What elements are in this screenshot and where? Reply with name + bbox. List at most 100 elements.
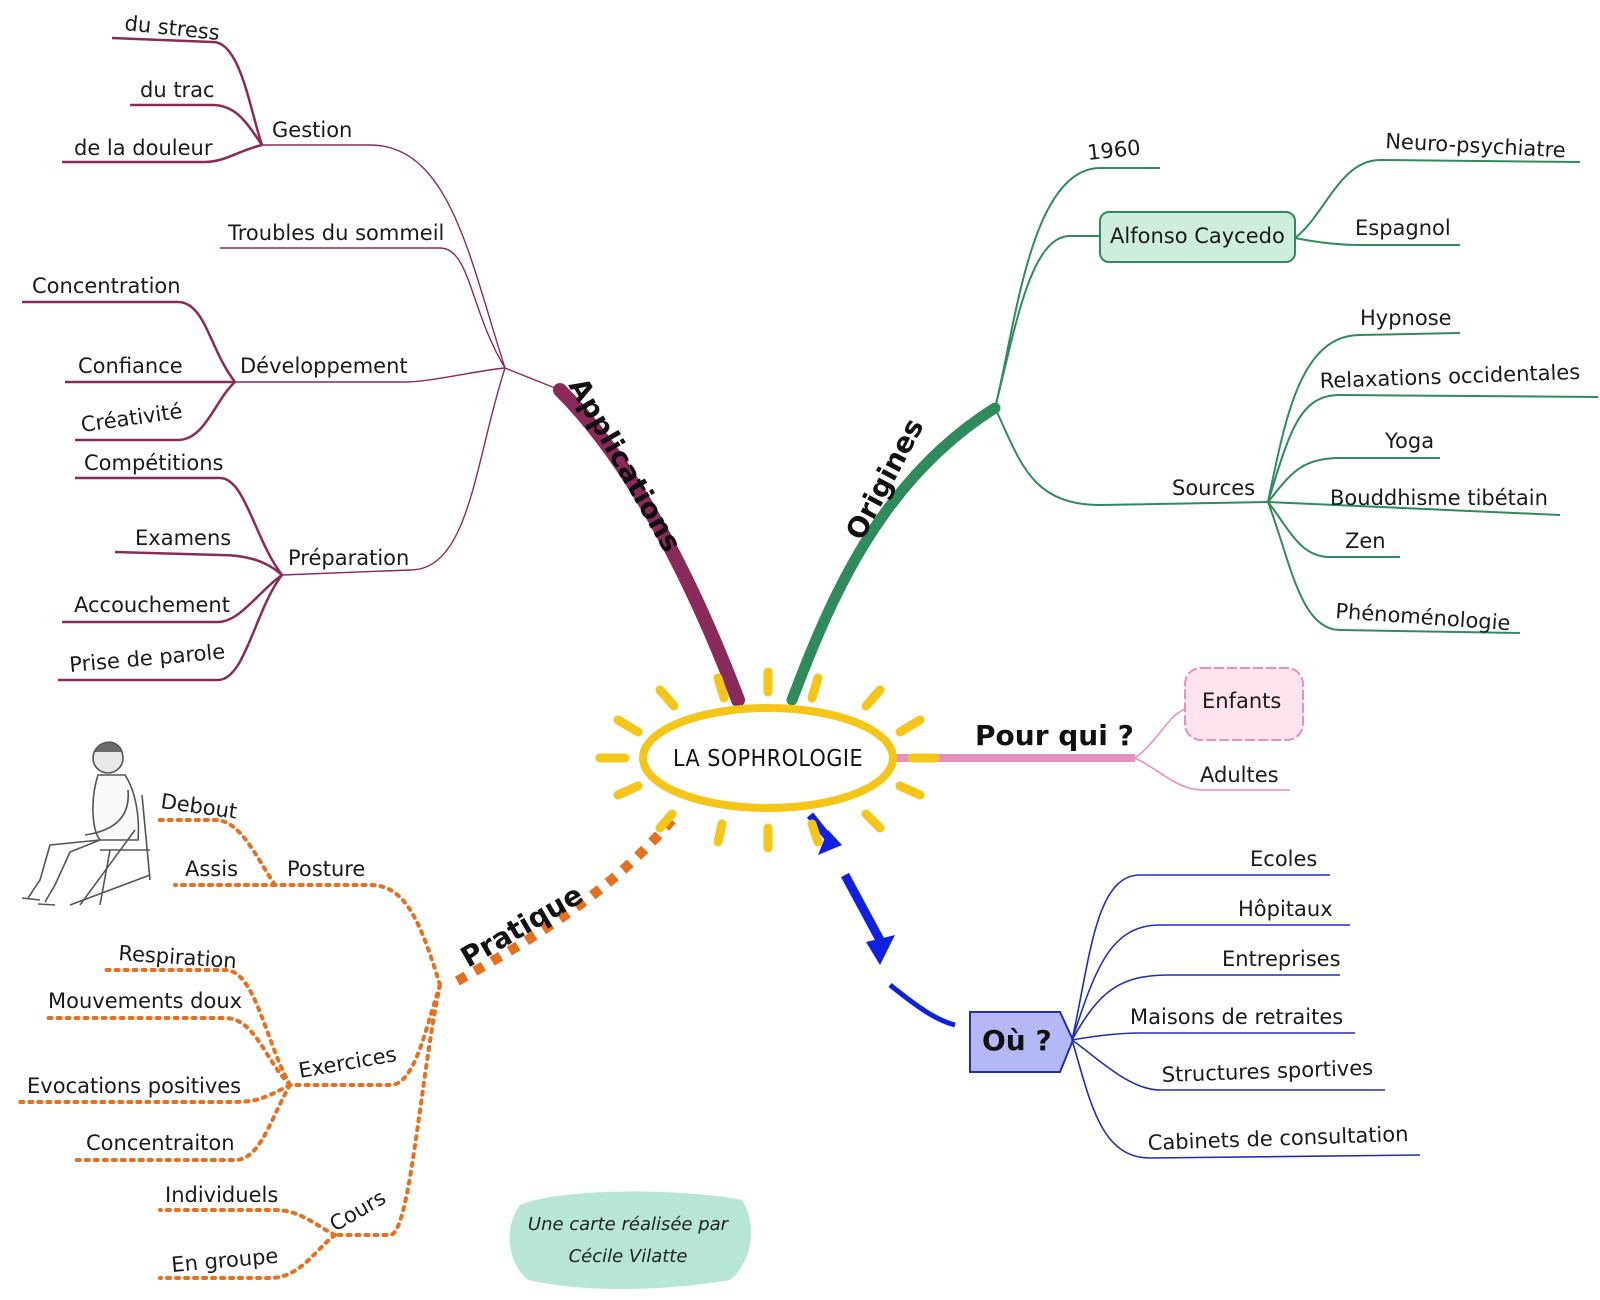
developpement-connector: [235, 367, 506, 383]
gestion-connector: [262, 144, 506, 369]
sun-ray-ssw: [713, 819, 727, 847]
espagnol-label: Espagnol: [1355, 216, 1451, 240]
pratique-label: Pratique: [455, 878, 589, 974]
origines-main-stroke: [786, 402, 1001, 706]
applications-hub-line: [504, 367, 561, 391]
troubles-connector: [220, 247, 506, 369]
credit-watercolor-bg: [509, 1191, 752, 1289]
ou-arrow-head-1: [818, 830, 842, 855]
alfonso-leaf-2: [1294, 237, 1460, 246]
sun-ray-ene: [895, 715, 925, 737]
preparation-label: Préparation: [288, 546, 409, 570]
sources-leaf-1: [1267, 332, 1461, 503]
exercices-leaf-2: [43, 1016, 292, 1087]
entreprises-connector: [1071, 974, 1340, 1041]
posture-leaf-1: [156, 818, 277, 887]
concentraiton-label: Concentraiton: [86, 1131, 235, 1155]
origines-branch: Origines 1960 Alfonso Caycedo Neuro-psyc…: [786, 129, 1599, 706]
sun-ray-se: [861, 809, 885, 833]
figure-feet: [21, 897, 56, 906]
adultes-connector: [1134, 757, 1290, 791]
exercices-label: Exercices: [297, 1042, 399, 1083]
posture-label: Posture: [287, 857, 365, 881]
individuels-label: Individuels: [165, 1183, 278, 1207]
sources-connector: [994, 407, 1269, 507]
du-trac-label: du trac: [140, 78, 215, 102]
cabinets-label: Cabinets de consultation: [1147, 1122, 1409, 1155]
enfants-label: Enfants: [1202, 689, 1281, 713]
pour-qui-branch: Pour qui ? Enfants Adultes: [895, 667, 1304, 791]
sources-label: Sources: [1172, 476, 1255, 500]
hypnose-label: Hypnose: [1360, 306, 1452, 330]
enfants-box: [1184, 667, 1304, 741]
sources-leaf-6: [1267, 501, 1521, 634]
alfonso-connector: [994, 235, 1100, 409]
credit-line-1: Une carte réalisée par: [528, 1214, 730, 1235]
competitions-label: Compétitions: [84, 451, 223, 475]
examens-label: Examens: [135, 526, 231, 550]
developpement-leaf-1: [22, 300, 236, 383]
sources-leaf-3: [1267, 457, 1440, 503]
gestion-label: Gestion: [272, 118, 352, 142]
structures-label: Structures sportives: [1161, 1056, 1373, 1087]
sun-ray-wnw: [613, 715, 643, 737]
ou-box: [969, 1011, 1075, 1073]
posture-connector: [273, 883, 442, 987]
sources-leaf-2: [1267, 393, 1599, 503]
chair-frame: [69, 794, 151, 906]
alfonso-label: Alfonso Caycedo: [1110, 224, 1285, 248]
creativite-label: Créativité: [79, 399, 183, 437]
sun-ray-nne: [807, 673, 823, 703]
preparation-leaf-1: [75, 476, 283, 576]
preparation-leaf-4: [58, 574, 283, 682]
exercices-leaf-1: [103, 968, 292, 1087]
mouvements-label: Mouvements doux: [48, 989, 242, 1013]
preparation-connector: [281, 367, 506, 576]
seated-person-illustration: [21, 741, 151, 906]
preparation-leaf-2: [114, 550, 283, 576]
troubles-label: Troubles du sommeil: [227, 221, 444, 245]
concentration-label: Concentration: [32, 274, 181, 298]
alfonso-box: [1099, 211, 1296, 263]
ou-label: Où ?: [982, 1024, 1052, 1057]
figure-torso: [92, 774, 140, 841]
center-sun: LA SOPHROLOGIE: [595, 667, 940, 853]
figure-hair: [94, 741, 123, 753]
applications-branch: Applications Gestion du stress du trac d…: [22, 11, 745, 707]
sun-ray-ne: [861, 685, 885, 711]
gestion-leaf-2: [130, 103, 264, 146]
sun-ray-ese: [895, 781, 925, 800]
figure-arm: [84, 789, 130, 836]
ecoles-connector: [1071, 874, 1330, 1041]
en-groupe-label: En groupe: [170, 1244, 279, 1277]
sources-leaf-4: [1267, 501, 1561, 516]
maisons-connector: [1071, 1032, 1355, 1041]
developpement-leaf-3: [75, 381, 236, 442]
year-label: 1960: [1086, 136, 1142, 165]
cabinets-connector: [1071, 1039, 1421, 1159]
exercices-leaf-4: [73, 1083, 292, 1162]
de-la-douleur-label: de la douleur: [74, 136, 213, 160]
sun-ray-nw: [655, 685, 679, 711]
confiance-label: Confiance: [78, 354, 183, 378]
cours-leaf-1: [158, 1208, 337, 1237]
figure-legs: [27, 839, 101, 903]
relaxations-label: Relaxations occidentales: [1319, 360, 1580, 393]
gestion-leaf-3: [62, 143, 263, 164]
accouchement-label: Accouchement: [74, 593, 230, 617]
sun-ray-sse: [807, 819, 823, 847]
year-connector: [994, 167, 1160, 409]
credit-line-2: Cécile Vilatte: [569, 1246, 688, 1267]
evocations-label: Evocations positives: [27, 1074, 241, 1098]
preparation-leaf-3: [62, 573, 283, 624]
ou-arrow-2: [841, 872, 884, 943]
hopitaux-label: Hôpitaux: [1238, 897, 1333, 921]
ou-arrow-3: [888, 983, 956, 1028]
developpement-label: Développement: [240, 354, 408, 378]
yoga-label: Yoga: [1384, 429, 1434, 453]
zen-label: Zen: [1345, 529, 1386, 553]
structures-connector: [1071, 1039, 1385, 1091]
cours-label: Cours: [326, 1185, 390, 1236]
pratique-main-stroke: [447, 816, 676, 990]
